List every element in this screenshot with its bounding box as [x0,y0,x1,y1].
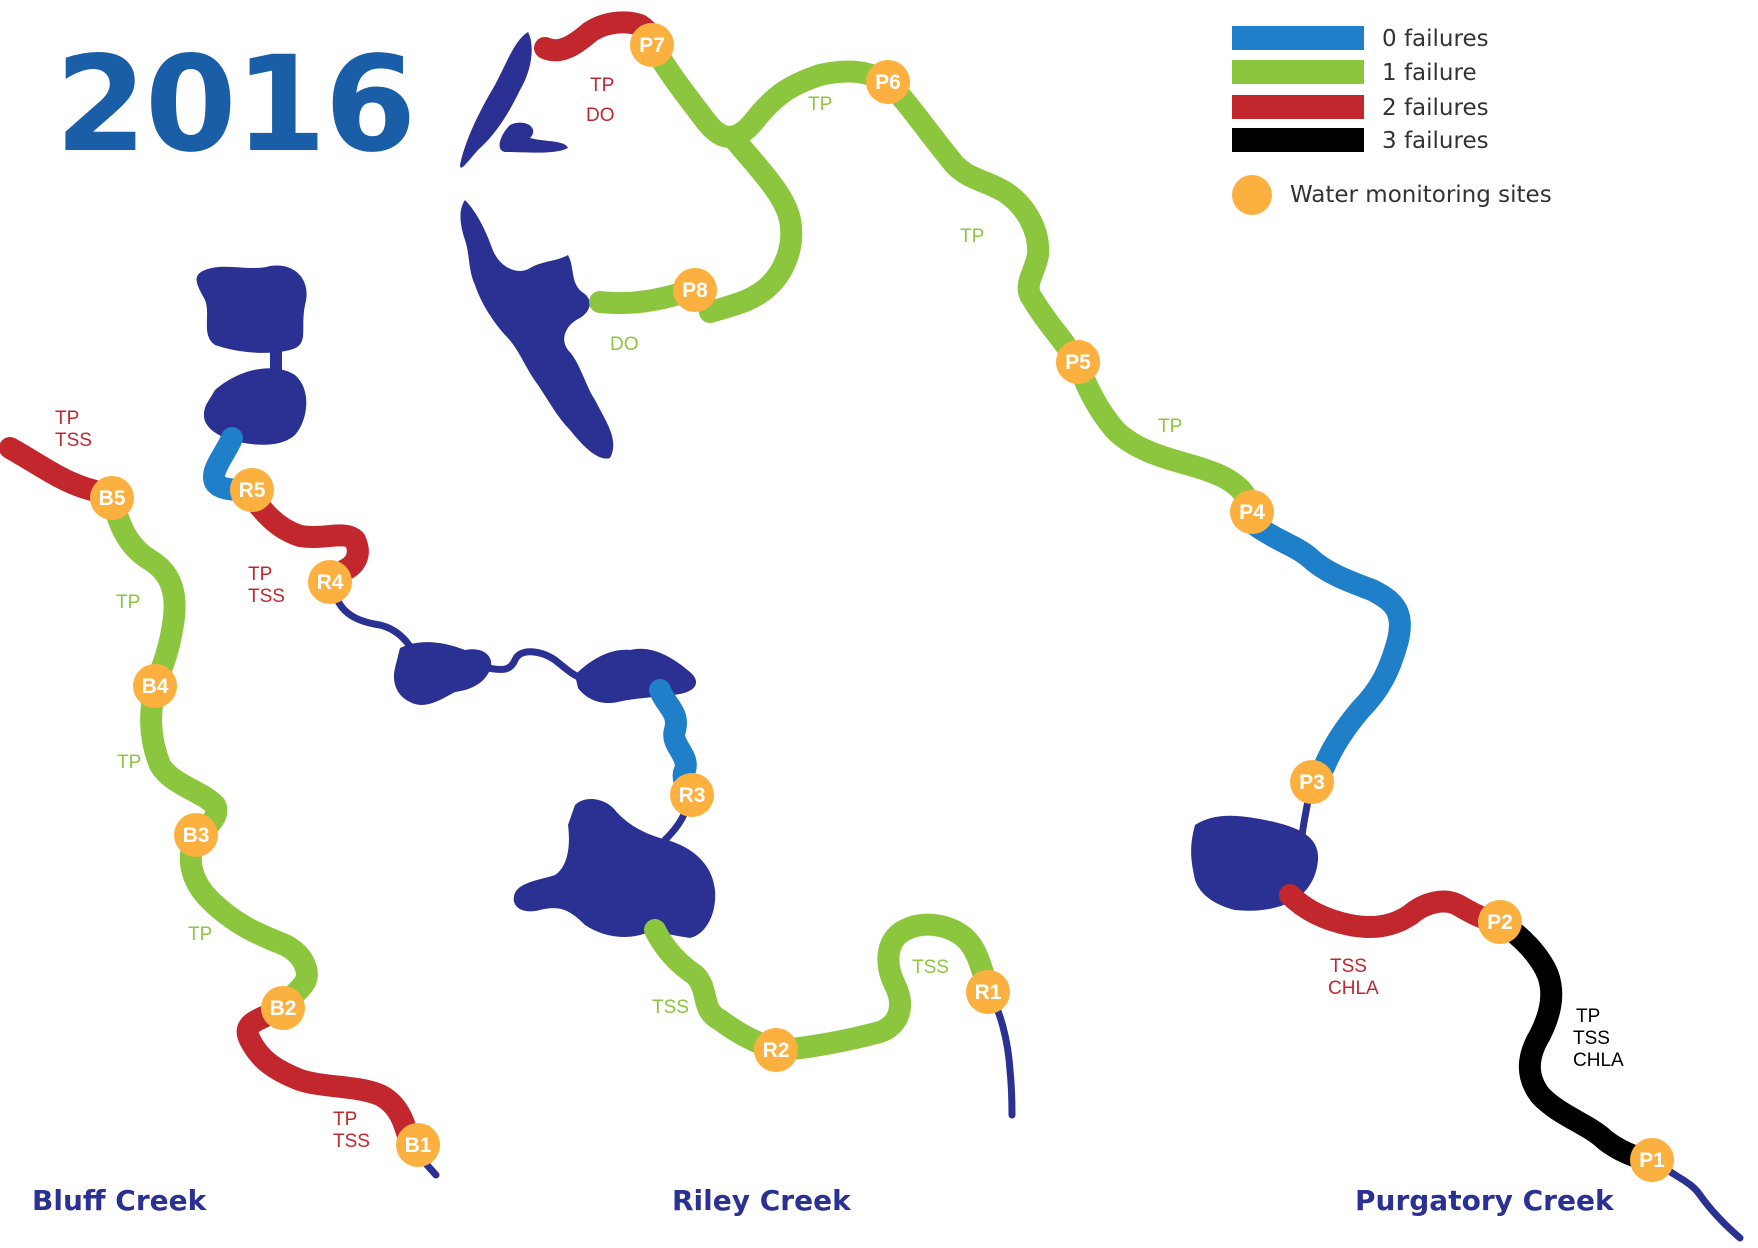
riley-lake-lower [513,798,716,938]
svg-text:R3: R3 [679,784,706,807]
legend: 0 failures 1 failure 2 failures 3 failur… [1232,26,1552,215]
site-p2[interactable]: P2 [1478,900,1522,944]
legend-label-3-failures: 3 failures [1382,128,1489,154]
site-p1[interactable]: P1 [1630,1138,1674,1182]
legend-label-0-failures: 0 failures [1382,26,1489,52]
site-p5[interactable]: P5 [1056,340,1100,384]
purg-segment-p5-p4 [1067,351,1261,523]
param-bluff-b4-b3: TP [117,752,141,773]
creek-name-purgatory: Purgatory Creek [1355,1184,1615,1217]
param-purg-p5-p6: TP [960,226,984,247]
site-r5[interactable]: R5 [230,468,274,512]
purg-segment-p6-p5 [877,71,1089,373]
site-p8[interactable]: P8 [673,268,717,312]
riley-segment-r2-r1 [769,913,999,1061]
purg-segment-lake-p2 [1279,884,1511,938]
creek-name-riley: Riley Creek [672,1184,852,1217]
purg-lake-top-a [460,32,532,168]
site-r4[interactable]: R4 [308,560,352,604]
purg-lake-main [460,200,614,459]
param-purg-p6-p7: TP [808,94,832,115]
bluff-segment-b4-b3 [140,675,228,846]
svg-text:R4: R4 [317,571,344,594]
site-b4[interactable]: B4 [133,664,177,708]
svg-text:B5: B5 [99,487,126,510]
svg-text:R5: R5 [239,479,266,502]
purg-segment-p2-p1 [1489,911,1661,1171]
riley-lakes-channel [484,648,589,684]
param-riley-r1-r2: TSS [912,957,949,978]
param-bluff-b5-b4: TP [116,592,140,613]
riley-creek-segments [203,427,999,1061]
svg-text:R1: R1 [975,981,1002,1004]
legend-site-marker [1232,175,1272,215]
site-p4[interactable]: P4 [1230,490,1274,534]
riley-lake-top [196,265,307,353]
svg-text:P6: P6 [875,71,901,94]
svg-text:P1: P1 [1639,1149,1665,1172]
svg-text:P5: P5 [1065,351,1091,374]
purg-lake-top-b [499,122,568,153]
legend-swatch-2-failures [1232,95,1364,119]
svg-text:P7: P7 [639,34,665,57]
riley-lake-middle-b [575,648,697,704]
bluff-segment-b2-b1 [236,997,421,1154]
svg-text:B1: B1 [405,1134,432,1157]
site-r2[interactable]: R2 [754,1028,798,1072]
site-b2[interactable]: B2 [261,986,305,1030]
svg-text:R2: R2 [763,1039,790,1062]
svg-text:P2: P2 [1487,911,1513,934]
param-purg-p4-p5: TP [1158,416,1182,437]
legend-swatch-1-failure [1232,60,1364,84]
svg-text:B3: B3 [183,824,210,847]
svg-text:P3: P3 [1299,771,1325,794]
bluff-segment-b3-b2 [179,824,318,1019]
bluff-segment-b5-b4 [101,487,186,697]
param-riley-r2-lake: TSS [652,997,689,1018]
site-p6[interactable]: P6 [866,60,910,104]
monitoring-sites: B1 B2 B3 B4 B5 R1 R2 R3 R4 R5 P1 P2 P3 P… [90,23,1674,1182]
site-b3[interactable]: B3 [174,813,218,857]
riley-lake-second [203,368,307,445]
site-p3[interactable]: P3 [1290,760,1334,804]
riley-lake-middle-a [393,642,492,705]
legend-swatch-0-failures [1232,26,1364,50]
legend-label-sites: Water monitoring sites [1290,182,1552,208]
purg-segment-p7-p6 [641,34,899,148]
site-r3[interactable]: R3 [670,773,714,817]
legend-label-1-failure: 1 failure [1382,60,1477,86]
param-bluff-b3-b2: TP [188,924,212,945]
legend-label-2-failures: 2 failures [1382,95,1489,121]
legend-swatch-3-failures [1232,128,1364,152]
purg-segment-p4-p3 [1244,514,1411,793]
site-r1[interactable]: R1 [966,970,1010,1014]
purg-segment-fork [699,129,803,323]
svg-text:P8: P8 [682,279,708,302]
site-p7[interactable]: P7 [630,23,674,67]
site-b1[interactable]: B1 [396,1123,440,1167]
creek-name-bluff: Bluff Creek [32,1184,208,1217]
riley-segment-lake-r2 [644,919,791,1061]
thin-channels [328,582,1744,1242]
year-title: 2016 [55,28,414,182]
svg-text:P4: P4 [1239,501,1265,524]
svg-text:B2: B2 [270,997,297,1020]
svg-text:B4: B4 [142,675,169,698]
riley-lake-connector [270,345,282,372]
bluff-creek-segments [0,437,421,1154]
site-b5[interactable]: B5 [90,476,134,520]
param-purg-p8: DO [610,334,639,355]
